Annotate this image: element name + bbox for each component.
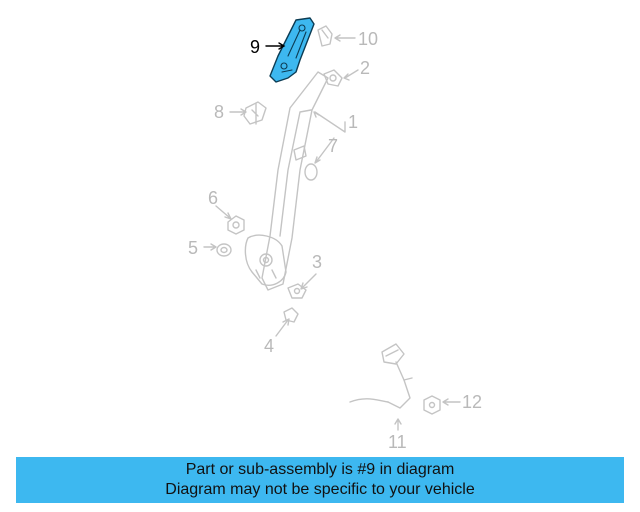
- callout-8: 8: [214, 102, 224, 122]
- callout-2: 2: [360, 58, 370, 78]
- part-7-ring: [304, 163, 318, 181]
- callout-6: 6: [208, 188, 218, 208]
- info-banner: Part or sub-assembly is #9 in diagram Di…: [16, 457, 624, 503]
- callout-11: 11: [388, 432, 407, 452]
- part-4-bolt: [283, 307, 299, 323]
- callout-10: 10: [358, 29, 378, 49]
- part-2-bolt: [323, 69, 343, 87]
- part-6-nut: [227, 215, 245, 235]
- part-11-buckle: [349, 343, 413, 409]
- part-8-clip: [243, 101, 267, 125]
- part-12-nut: [423, 395, 441, 415]
- callout-3: 3: [312, 252, 322, 272]
- part-10-bolt: [317, 25, 333, 47]
- callout-5: 5: [188, 238, 198, 258]
- callout-9: 9: [250, 37, 260, 57]
- part-9-bracket-highlighted: [269, 17, 315, 83]
- banner-line-part-number: Part or sub-assembly is #9 in diagram: [185, 461, 455, 478]
- leader-lines: [203, 34, 461, 431]
- banner-line-disclaimer: Diagram may not be specific to your vehi…: [165, 481, 475, 498]
- callout-4: 4: [264, 336, 274, 356]
- part-3-anchor-bolt: [287, 283, 307, 299]
- callout-7: 7: [328, 136, 338, 156]
- part-5-washer: [216, 243, 232, 257]
- leader-line-9: [265, 42, 286, 50]
- callout-12: 12: [462, 392, 482, 412]
- part-1-seat-belt-assembly: [244, 71, 329, 291]
- callout-1: 1: [348, 112, 358, 132]
